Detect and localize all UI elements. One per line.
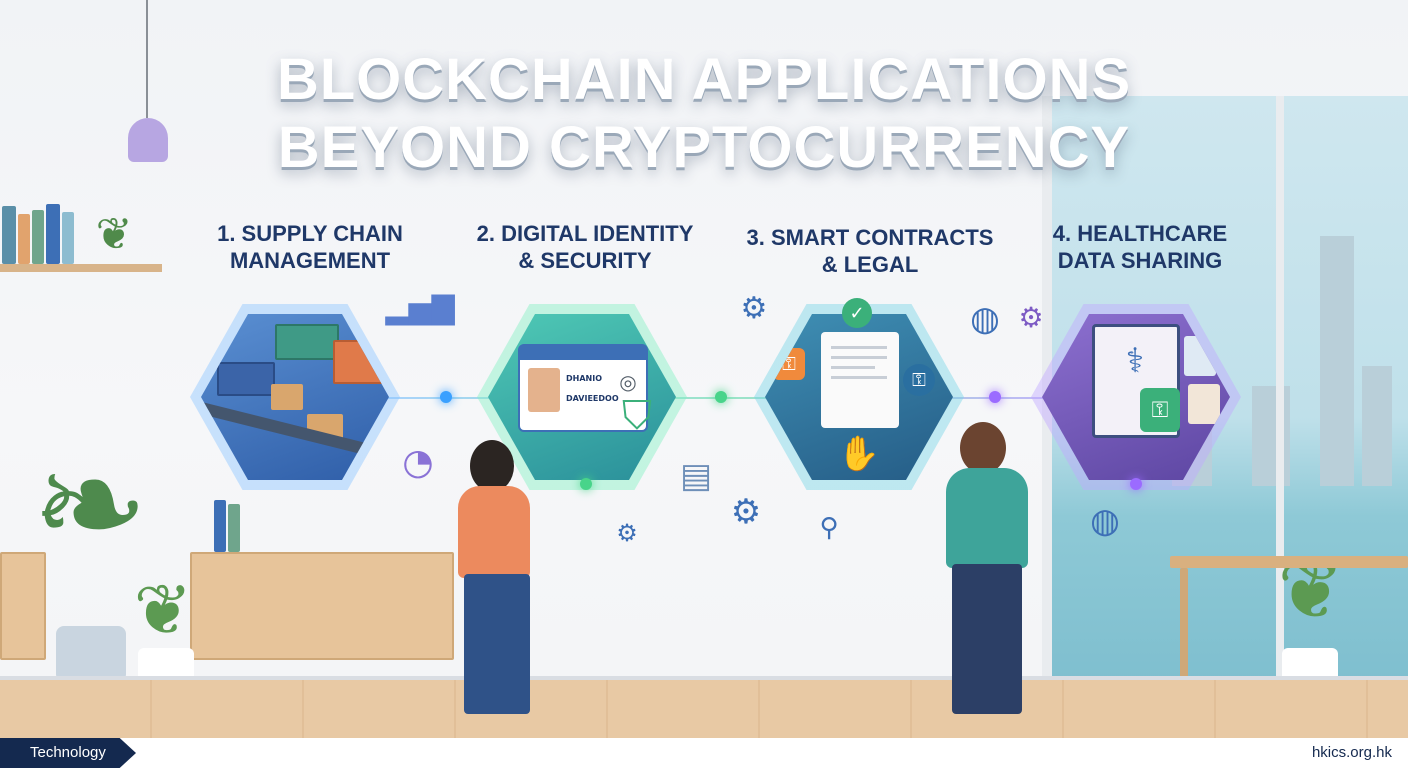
footer-bar — [0, 738, 1408, 768]
step-3-title-line-1: 3. SMART CONTRACTS — [746, 225, 994, 250]
side-cabinet — [0, 552, 46, 660]
pendant-lamp-icon — [128, 118, 168, 162]
book — [214, 500, 226, 552]
potted-plant-icon: ❦ — [95, 208, 133, 260]
check-circle-icon: ✓ — [842, 298, 872, 328]
step-1-title: 1. SUPPLY CHAIN MANAGEMENT — [180, 220, 440, 274]
gear-icon: ⚙ — [740, 290, 768, 326]
book — [46, 204, 60, 264]
shield-check-icon: ⛉ — [622, 393, 652, 439]
category-tag: Technology — [0, 738, 136, 768]
torso — [946, 468, 1028, 568]
globe-icon: ◍ — [970, 299, 1000, 339]
building — [1362, 366, 1392, 486]
fingerprint-icon: ◎ — [619, 370, 637, 394]
step-4-title: 4. HEALTHCARE DATA SHARING — [1010, 220, 1270, 274]
connector-node — [715, 391, 727, 403]
wooden-floor — [0, 680, 1408, 738]
window-frame — [1276, 96, 1284, 680]
globe-icon: ◍ — [1090, 501, 1120, 541]
location-pin-icon: ⚲ — [819, 513, 839, 543]
gear-icon: ⚙ — [1018, 300, 1044, 334]
pie-chart-icon: ◔ — [402, 441, 434, 483]
id-card-number: DAVIEEDOO — [566, 394, 619, 403]
step-3-title-line-2: & LEGAL — [821, 252, 919, 277]
connector-node — [580, 478, 592, 490]
book — [228, 504, 240, 552]
plant-pot — [56, 626, 126, 682]
document-icon: ▤ — [679, 456, 713, 496]
step-4-title-line-1: 4. HEALTHCARE — [1052, 221, 1228, 246]
connector-node — [989, 391, 1001, 403]
head — [470, 440, 514, 492]
legs — [952, 564, 1022, 714]
patient-card-icon — [1188, 384, 1220, 424]
book — [62, 212, 74, 264]
book — [2, 206, 16, 264]
handshake-icon: ✋ — [837, 434, 881, 474]
connector-node — [1130, 478, 1142, 490]
fiddle-leaf-plant-icon: ❧ — [31, 423, 149, 587]
book — [32, 210, 44, 264]
title-line-2: BEYOND CRYPTOCURRENCY — [277, 115, 1131, 180]
sideboard-cabinet — [190, 552, 454, 660]
padlock-icon: ⚿ — [1140, 388, 1180, 432]
container-icon — [275, 324, 339, 360]
step-2-title-line-1: 2. DIGITAL IDENTITY — [476, 221, 694, 246]
floor-baseboard — [0, 676, 1408, 682]
caduceus-icon: ⚕ — [1125, 341, 1145, 381]
id-card-icon: DHANIO DAVIEEDOO ◎ — [518, 344, 648, 432]
skyscraper — [1320, 236, 1354, 486]
cargo-containers-icon — [217, 362, 275, 396]
torso — [458, 486, 530, 578]
site-url: hkics.org.hk — [1311, 744, 1392, 761]
desk — [1170, 556, 1408, 568]
id-card-name: DHANIO — [566, 374, 602, 383]
step-3-title: 3. SMART CONTRACTS & LEGAL — [730, 224, 1010, 278]
hex-healthcare: ⚕ ⚿ — [1042, 314, 1230, 480]
gear-icon: ⚙ — [616, 519, 638, 547]
bar-chart-icon: ▂▅▇ — [385, 290, 455, 326]
step-4-title-line-2: DATA SHARING — [1057, 248, 1223, 273]
category-label: Technology — [30, 744, 106, 761]
step-1-title-line-2: MANAGEMENT — [229, 248, 391, 273]
padlock-icon: ⚿ — [903, 364, 935, 396]
step-2-title: 2. DIGITAL IDENTITY & SECURITY — [455, 220, 715, 274]
small-plant-icon: ❦ — [133, 569, 193, 651]
page-title: BLOCKCHAIN APPLICATIONS BEYOND CRYPTOCUR… — [0, 46, 1408, 182]
lamp-cord — [146, 0, 148, 118]
connector-node — [440, 391, 452, 403]
title-line-1: BLOCKCHAIN APPLICATIONS — [276, 47, 1132, 112]
wall-shelf — [0, 264, 162, 272]
small-plant-icon: ❦ — [1277, 543, 1345, 637]
gear-icon: ⚙ — [730, 492, 762, 532]
medical-clipboard-icon: ⚕ — [1092, 324, 1180, 438]
legs — [464, 574, 530, 714]
connector-line — [380, 397, 1080, 399]
contract-document-icon — [821, 332, 899, 428]
desk-leg — [1180, 568, 1188, 688]
portrait-photo — [528, 368, 560, 412]
step-2-title-line-2: & SECURITY — [518, 248, 652, 273]
head — [960, 422, 1006, 474]
building — [1252, 386, 1290, 486]
step-1-title-line-1: 1. SUPPLY CHAIN — [217, 221, 403, 246]
package-box-icon — [271, 384, 303, 410]
book — [18, 214, 30, 264]
